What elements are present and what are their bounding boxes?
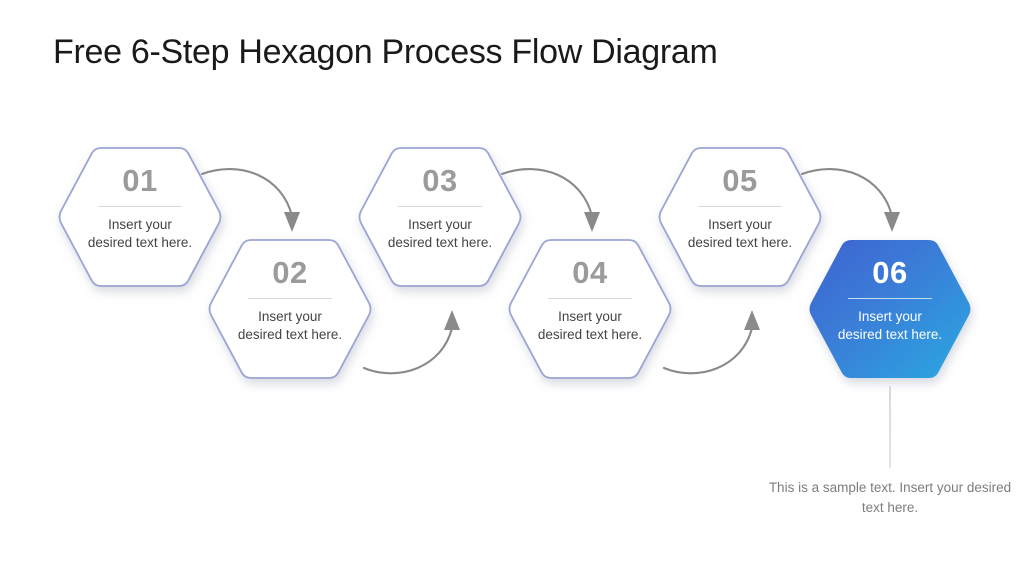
arrow-step3-to-step4 bbox=[500, 167, 600, 232]
hexagon-step-01[interactable]: 01 Insert your desired text here. bbox=[55, 143, 225, 291]
hexagon-step-02[interactable]: 02 Insert your desired text here. bbox=[205, 235, 375, 383]
hexagon-step-03[interactable]: 03 Insert your desired text here. bbox=[355, 143, 525, 291]
arrow-step1-to-step2 bbox=[200, 167, 300, 232]
hexagon-shape bbox=[58, 147, 222, 287]
hexagon-shape bbox=[809, 240, 971, 378]
hexagon-step-06[interactable]: 06 Insert your desired text here. bbox=[805, 235, 975, 383]
hexagon-shape bbox=[208, 239, 372, 379]
arrow-step4-to-step5 bbox=[662, 310, 760, 375]
hexagon-step-05[interactable]: 05 Insert your desired text here. bbox=[655, 143, 825, 291]
page-title: Free 6-Step Hexagon Process Flow Diagram bbox=[53, 33, 718, 71]
arrow-step5-to-step6 bbox=[800, 167, 900, 232]
hexagon-shape bbox=[358, 147, 522, 287]
callout-caption: This is a sample text. Insert your desir… bbox=[768, 480, 1012, 515]
hexagon-step-04[interactable]: 04 Insert your desired text here. bbox=[505, 235, 675, 383]
hexagon-shape bbox=[508, 239, 672, 379]
hexagon-shape bbox=[658, 147, 822, 287]
arrow-step2-to-step3 bbox=[362, 310, 460, 375]
callout-connector-line bbox=[889, 386, 891, 468]
